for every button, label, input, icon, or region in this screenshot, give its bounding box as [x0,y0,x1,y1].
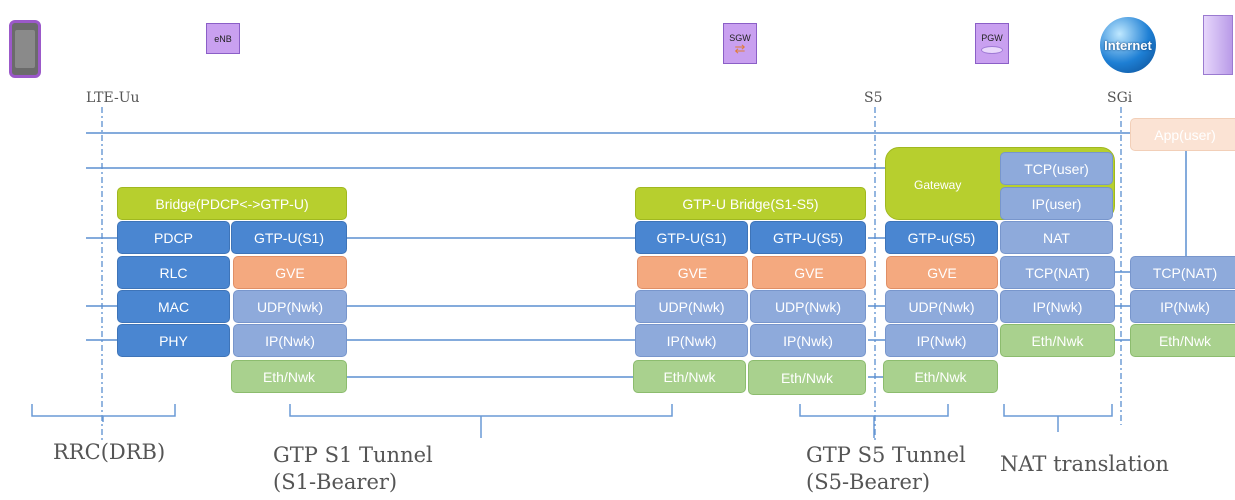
server-tcp-nat: TCP(NAT) [1130,256,1235,289]
brace-rrc [31,404,176,422]
enb-rlc: RLC [117,256,230,289]
pgw-tcp-nat: TCP(NAT) [1000,256,1115,289]
internet-label: Internet [1104,37,1152,53]
sgw-gtpu-s5: GTP-U(S5) [750,221,866,254]
internet-globe-icon: Internet [1100,17,1156,73]
server-eth: Eth/Nwk [1130,324,1235,357]
sgw-ip-s1: IP(Nwk) [635,324,748,357]
sgw-udp-s1: UDP(Nwk) [635,290,748,323]
sgw-eth-s1: Eth/Nwk [633,360,746,393]
enb-gtpu-s1: GTP-U(S1) [231,221,347,254]
sgw-gve-s5: GVE [752,256,866,289]
sgw-ip-s5: IP(Nwk) [750,324,866,357]
pgw-udp: UDP(Nwk) [885,290,998,323]
s5-tunnel-caption: GTP S5 Tunnel [806,443,966,467]
sgw-gtpu-s1: GTP-U(S1) [635,221,748,254]
s5-label: S5 [864,90,883,106]
enb-gve: GVE [233,256,347,289]
enb-udp: UDP(Nwk) [233,290,347,323]
pgw-router-icon: PGW [975,23,1009,64]
server-app-user: App(user) [1130,118,1235,151]
ue-phone-icon [9,20,41,78]
pgw-gtpu-s5: GTP-u(S5) [885,221,998,254]
enb-label: eNB [214,33,232,44]
pgw-ip-user: IP(user) [1000,187,1113,220]
enb-mac: MAC [117,290,230,323]
enb-ip: IP(Nwk) [233,324,347,357]
pgw-label: PGW [981,33,1003,43]
enb-pdcp: PDCP [117,221,230,254]
server-ip-nwk: IP(Nwk) [1130,290,1235,323]
rrc-drb-caption: RRC(DRB) [53,440,166,464]
pgw-ip-nwk-nat: IP(Nwk) [1000,290,1115,323]
sgw-bridge: GTP-U Bridge(S1-S5) [635,187,866,220]
pgw-eth-nat: Eth/Nwk [1000,324,1115,357]
pgw-gve: GVE [886,256,998,289]
sgw-gve-s1: GVE [637,256,748,289]
sgw-eth-s5: Eth/Nwk [748,360,866,395]
enb-phy: PHY [117,324,230,357]
brace-s5 [799,404,949,438]
sgw-router-icon: SGW ⇄ [723,23,757,64]
gateway-label: Gateway [914,178,962,192]
pgw-nat: NAT [1000,221,1113,254]
pgw-ip-nwk: IP(Nwk) [885,324,998,357]
s1-tunnel-caption: GTP S1 Tunnel [273,443,433,467]
nat-translation-caption: NAT translation [1000,452,1169,476]
brace-s1 [289,404,673,438]
server-icon [1203,15,1233,75]
enb-bridge: Bridge(PDCP<->GTP-U) [117,187,347,220]
s1-bearer-caption: (S1-Bearer) [273,470,398,494]
swap-arrows-icon: ⇄ [734,40,746,56]
s5-bearer-caption: (S5-Bearer) [806,470,931,494]
enb-eth: Eth/Nwk [231,360,347,393]
sgw-label: SGW [729,32,751,43]
enb-router-icon: eNB [206,23,240,54]
pgw-eth: Eth/Nwk [883,360,998,393]
brace-nat [1003,404,1113,432]
router-disc-icon [981,46,1003,54]
sgw-udp-s5: UDP(Nwk) [750,290,866,323]
lte-uu-label: LTE-Uu [86,90,140,106]
pgw-tcp-user: TCP(user) [1000,152,1113,185]
sgi-label: SGi [1107,90,1133,106]
